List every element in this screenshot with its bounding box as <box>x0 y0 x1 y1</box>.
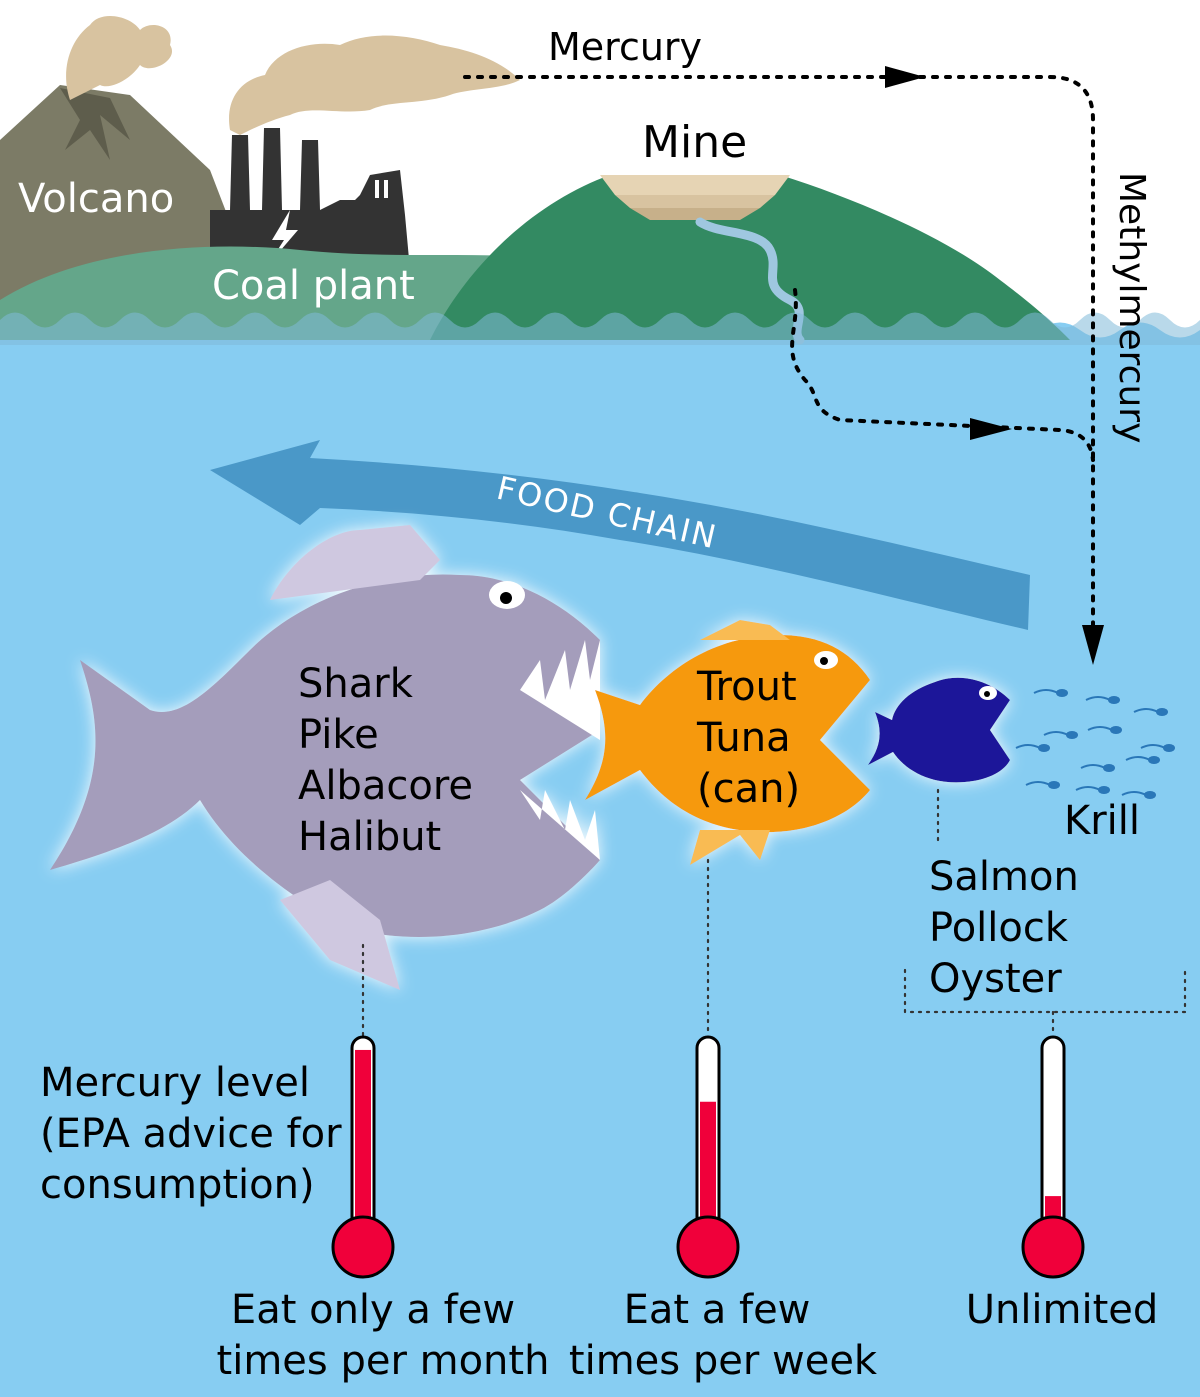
big-fish-dorsal-fin <box>270 525 440 600</box>
coal-plant <box>210 128 410 270</box>
legend-line: consumption) <box>40 1162 315 1208</box>
factory-window <box>375 180 379 198</box>
thermometer <box>331 1035 395 1279</box>
legend-line: (EPA advice for <box>40 1111 342 1157</box>
big-fish-tail-fin <box>280 880 400 990</box>
medium-mercury-fish-list: Trout Tuna (can) <box>696 664 800 812</box>
big-fish-pupil <box>500 592 512 604</box>
fish-name: Albacore <box>298 763 473 809</box>
krill-icon <box>1015 744 1050 752</box>
mine-terrace <box>615 195 775 208</box>
thermometer-bulb <box>331 1215 395 1279</box>
lightning-icon <box>268 210 298 265</box>
low-mercury-fish-list: Salmon Pollock Oyster <box>929 854 1079 1002</box>
volcano <box>0 85 260 300</box>
mine-terrace <box>630 208 760 220</box>
volcano-label: Volcano <box>18 176 174 222</box>
advice-high: Eat only a few times per month <box>217 1287 550 1384</box>
krill-icon <box>1080 764 1115 772</box>
mercury-path-mine <box>790 288 1095 462</box>
volcano-icon <box>0 85 260 300</box>
small-fish-pupil <box>984 691 990 697</box>
volcano-smoke <box>66 15 173 101</box>
advice-low: Unlimited <box>966 1287 1159 1333</box>
advice-line: times per week <box>569 1338 878 1384</box>
krill-swarm <box>1015 689 1175 799</box>
medium-fish-fin <box>700 620 790 640</box>
mine-pit <box>600 175 790 220</box>
mercury-arrow-1 <box>885 66 925 88</box>
coal-plant-smoke <box>229 35 520 135</box>
mine-hill <box>430 175 1070 340</box>
krill-icon <box>1085 696 1120 704</box>
krill-icon <box>1140 744 1175 752</box>
fish-name: Pollock <box>929 905 1069 951</box>
thermometer <box>676 1035 740 1279</box>
advice-line: times per month <box>217 1338 550 1384</box>
smoke-plumes <box>66 15 520 135</box>
volcano-lava-streaks <box>60 88 130 160</box>
krill-icon <box>1075 786 1110 794</box>
methylmercury-label: Methylmercury <box>1111 172 1152 443</box>
small-fish <box>868 677 1010 783</box>
krill-icon <box>1043 731 1078 739</box>
thermometer <box>1021 1035 1085 1279</box>
coal-plant-label: Coal plant <box>212 263 415 309</box>
big-fish-teeth <box>520 640 600 740</box>
mercury-arrow-3 <box>1082 625 1104 665</box>
medium-fish-pupil <box>820 657 828 665</box>
fish-name: Halibut <box>298 814 441 860</box>
factory-icon <box>210 128 410 270</box>
advice-line: Unlimited <box>966 1287 1159 1333</box>
krill-icon <box>1025 781 1060 789</box>
fish-name: Salmon <box>929 854 1079 900</box>
mercury-path-top <box>463 75 1095 652</box>
medium-fish <box>585 620 870 865</box>
big-fish <box>50 525 600 990</box>
mine-terrace <box>600 175 790 195</box>
krill-icon <box>1133 708 1168 716</box>
fish-name: Tuna <box>696 715 791 761</box>
factory-window <box>384 180 388 198</box>
thermometer-bulb <box>676 1215 740 1279</box>
thermometer-fill <box>355 1049 371 1232</box>
big-fish-lower-teeth <box>520 790 600 860</box>
food-chain-arrow <box>210 440 1030 630</box>
advice-line: Eat only a few <box>231 1287 515 1333</box>
thermometer-fill <box>700 1101 716 1232</box>
krill-icon <box>1033 689 1068 697</box>
krill-icon <box>1121 791 1156 799</box>
high-mercury-fish-list: Shark Pike Albacore Halibut <box>298 661 473 860</box>
mercury-arrow-2 <box>970 418 1012 440</box>
medium-fish-fin <box>690 830 770 865</box>
small-fish-body <box>868 677 1010 783</box>
mercury-label: Mercury <box>548 25 702 69</box>
krill-icon <box>1087 726 1122 734</box>
mine-label: Mine <box>642 117 747 168</box>
krill-icon <box>1125 756 1160 764</box>
thermometer-bulb <box>1021 1215 1085 1279</box>
legend-line: Mercury level <box>40 1060 310 1106</box>
thermometers <box>331 1035 1085 1279</box>
fish-name: Oyster <box>929 956 1062 1002</box>
fish-name: Shark <box>298 661 414 707</box>
mercury-level-legend: Mercury level (EPA advice for consumptio… <box>40 1060 342 1208</box>
wave-foam <box>0 312 1200 345</box>
connector-low-group <box>903 968 1187 1014</box>
krill-label: Krill <box>1064 798 1140 844</box>
medium-fish-body <box>585 635 870 833</box>
fish-name: Pike <box>298 712 379 758</box>
fish-name: Trout <box>696 664 797 710</box>
fish-name: (can) <box>697 766 800 812</box>
advice-line: Eat a few <box>624 1287 811 1333</box>
big-fish-body <box>50 574 600 937</box>
advice-medium: Eat a few times per week <box>569 1287 878 1384</box>
